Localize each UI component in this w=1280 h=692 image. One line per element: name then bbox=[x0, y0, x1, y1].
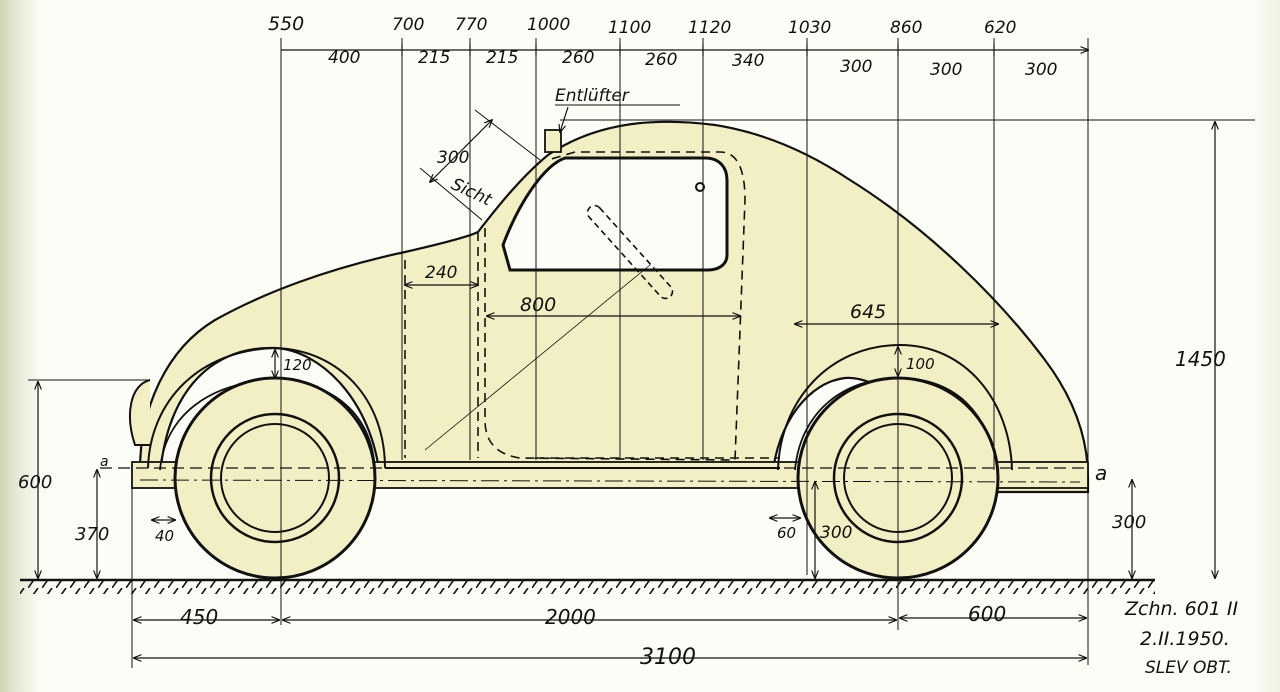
dim-300-right: 300 bbox=[1112, 512, 1146, 533]
reference-lines bbox=[131, 38, 1089, 668]
rear-wheel-arch bbox=[777, 343, 1013, 471]
top-mark-860: 860 bbox=[890, 18, 922, 38]
top-dim-215-b: 215 bbox=[486, 48, 518, 68]
top-mark-1100: 1100 bbox=[608, 18, 651, 38]
top-dim-340: 340 bbox=[732, 51, 764, 71]
title-line-1: Zchn. 601 II bbox=[1124, 598, 1239, 620]
top-mark-1030: 1030 bbox=[788, 18, 831, 38]
side-window bbox=[501, 156, 729, 272]
top-dimension-ticks bbox=[401, 44, 995, 56]
front-bumper bbox=[129, 379, 151, 446]
dim-1450: 1450 bbox=[1175, 347, 1226, 371]
sight-ext-line-b bbox=[419, 167, 483, 221]
top-mark-1000: 1000 bbox=[527, 15, 570, 35]
front-wheel-arch bbox=[147, 346, 386, 469]
dim-120: 120 bbox=[283, 356, 312, 374]
top-dim-400: 400 bbox=[328, 48, 360, 68]
ground-hatch bbox=[20, 580, 1155, 594]
top-mark-1120: 1120 bbox=[688, 18, 731, 38]
sight-label: Sicht bbox=[448, 174, 496, 211]
dim-600-bottom: 600 bbox=[968, 602, 1006, 626]
top-mark-700: 700 bbox=[392, 15, 424, 35]
dim-645: 645 bbox=[850, 301, 886, 323]
dim-450: 450 bbox=[180, 605, 218, 629]
dim-240: 240 bbox=[425, 263, 457, 283]
vent-leader-arrow bbox=[560, 106, 569, 132]
door-handle bbox=[586, 204, 674, 300]
dim-300-wheel: 300 bbox=[820, 523, 852, 543]
vent-label: Entlüfter bbox=[555, 86, 630, 106]
dim-2000: 2000 bbox=[545, 605, 596, 629]
dim-40: 40 bbox=[155, 527, 174, 545]
car-body-outline bbox=[138, 120, 1090, 494]
front-wheel bbox=[173, 376, 377, 580]
top-dim-300-b: 300 bbox=[930, 60, 962, 80]
sight-value: 300 bbox=[437, 148, 469, 168]
dim-3100: 3100 bbox=[640, 645, 696, 670]
window-latch bbox=[695, 182, 705, 192]
top-dim-260-a: 260 bbox=[562, 48, 594, 68]
top-dim-215-a: 215 bbox=[418, 48, 450, 68]
sight-ext-line-a bbox=[474, 109, 541, 161]
vent-box bbox=[544, 129, 562, 153]
diagonal-line bbox=[424, 264, 651, 451]
top-mark-770: 770 bbox=[455, 15, 487, 35]
axle-label-right: a bbox=[1095, 461, 1107, 485]
dim-370: 370 bbox=[75, 524, 109, 545]
dim-100: 100 bbox=[906, 355, 935, 373]
centerline bbox=[139, 479, 1081, 483]
title-line-2: 2.II.1950. bbox=[1140, 628, 1230, 650]
dim-600-left: 600 bbox=[18, 472, 52, 493]
dim-800: 800 bbox=[520, 294, 556, 316]
title-line-3: SLEV OBT. bbox=[1145, 658, 1232, 678]
top-dim-300-c: 300 bbox=[1025, 60, 1057, 80]
axle-label-left: a bbox=[100, 454, 109, 470]
top-mark-620: 620 bbox=[984, 18, 1016, 38]
sight-dim-line bbox=[430, 120, 492, 182]
dim-60: 60 bbox=[777, 524, 796, 542]
top-dim-260-b: 260 bbox=[645, 50, 677, 70]
door-outline bbox=[484, 151, 746, 461]
top-dim-300-a: 300 bbox=[840, 57, 872, 77]
top-mark-550: 550 bbox=[268, 13, 304, 35]
